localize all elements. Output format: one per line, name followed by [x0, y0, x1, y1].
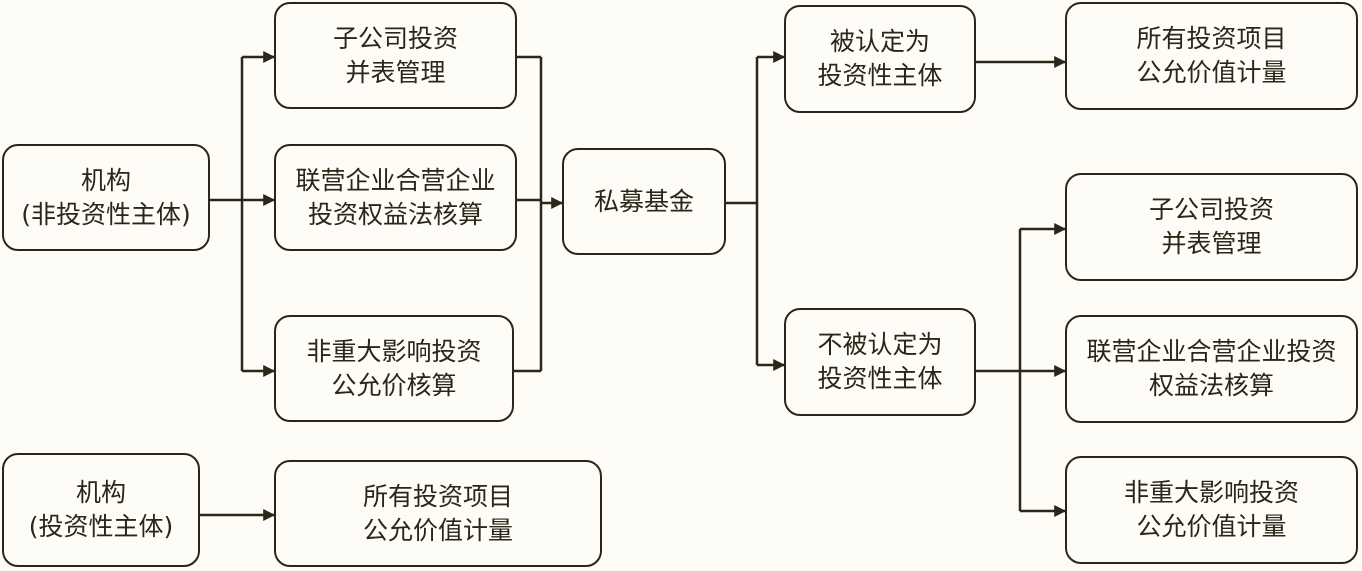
- node-line: 机构: [75, 478, 126, 507]
- node-line: 公允价值计量: [1136, 58, 1287, 87]
- node-private-fund: 私募基金: [562, 148, 726, 255]
- node-line: 非重大影响投资: [1123, 478, 1299, 507]
- node-non-significant-fair-value-1: 非重大影响投资 公允价核算: [274, 315, 514, 422]
- node-line: (非投资性主体): [21, 199, 191, 229]
- node-line: 公允价值计量: [362, 515, 513, 545]
- node-line: 投资性主体: [817, 61, 943, 90]
- node-line: 非重大影响投资: [306, 336, 482, 366]
- node-org-investment-entity: 机构 (投资性主体): [2, 453, 200, 567]
- node-line: 公允价值计量: [1136, 512, 1287, 541]
- node-line: 不被认定为: [817, 330, 943, 359]
- node-line: 被认定为: [829, 27, 930, 56]
- node-line: 联营企业合营企业投资: [1086, 337, 1337, 366]
- node-all-investments-fair-value-2: 所有投资项目 公允价值计量: [1065, 2, 1358, 110]
- node-not-recognized-investment-entity: 不被认定为 投资性主体: [784, 308, 976, 416]
- node-subsidiary-consolidation-2: 子公司投资 并表管理: [1065, 173, 1358, 281]
- node-associate-equity-method-2: 联营企业合营企业投资 权益法核算: [1065, 315, 1358, 423]
- node-line: 私募基金: [593, 186, 694, 216]
- node-org-non-investment-entity: 机构 (非投资性主体): [2, 144, 210, 251]
- node-line: 并表管理: [1161, 229, 1262, 258]
- node-line: 并表管理: [345, 57, 446, 87]
- node-line: 子公司投资: [332, 23, 458, 53]
- node-line: 权益法核算: [1148, 371, 1274, 400]
- node-line: (投资性主体): [28, 512, 174, 541]
- node-line: 机构: [80, 165, 131, 195]
- node-non-significant-fair-value-2: 非重大影响投资 公允价值计量: [1065, 456, 1358, 564]
- node-subsidiary-consolidation-1: 子公司投资 并表管理: [274, 2, 517, 109]
- node-line: 公允价核算: [331, 370, 457, 400]
- node-line: 子公司投资: [1148, 195, 1274, 224]
- node-recognized-investment-entity: 被认定为 投资性主体: [784, 5, 976, 113]
- node-line: 投资权益法核算: [307, 199, 483, 229]
- node-associate-equity-method-1: 联营企业合营企业 投资权益法核算: [274, 144, 517, 251]
- node-line: 所有投资项目: [362, 481, 513, 511]
- node-line: 联营企业合营企业: [295, 165, 496, 195]
- node-line: 所有投资项目: [1136, 24, 1287, 53]
- node-all-investments-fair-value-1: 所有投资项目 公允价值计量: [274, 460, 602, 567]
- node-line: 投资性主体: [817, 364, 943, 393]
